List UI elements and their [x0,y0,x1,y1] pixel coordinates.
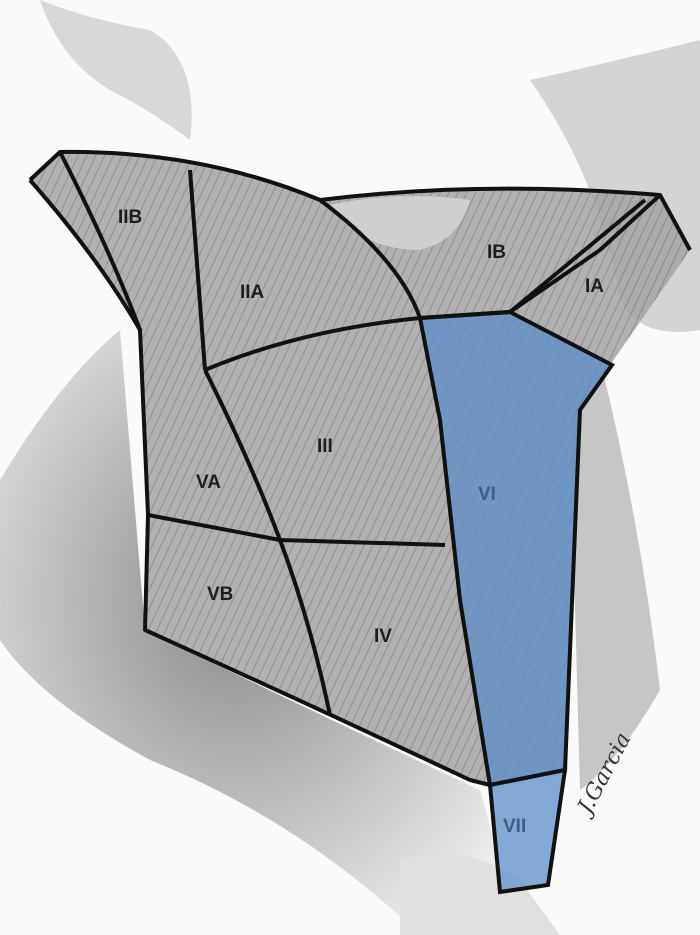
level-va-label: VA [196,472,221,493]
ear-shape [40,0,192,140]
clavicle-shape [400,853,560,935]
level-vii-label: VII [503,816,526,837]
level-vi-label: VI [478,484,496,505]
level-vb-label: VB [207,584,233,605]
level-iii-label: III [317,436,333,457]
level-vii-region [487,767,568,895]
level-iib-label: IIB [118,207,142,228]
level-iia-label: IIA [240,282,265,303]
level-iv-label: IV [374,626,392,647]
level-ia-label: IA [585,276,604,297]
neck-right-shape [570,360,660,790]
neck-shape [0,330,520,935]
level-boundaries [28,149,692,787]
level-ib-label: IB [487,242,506,263]
